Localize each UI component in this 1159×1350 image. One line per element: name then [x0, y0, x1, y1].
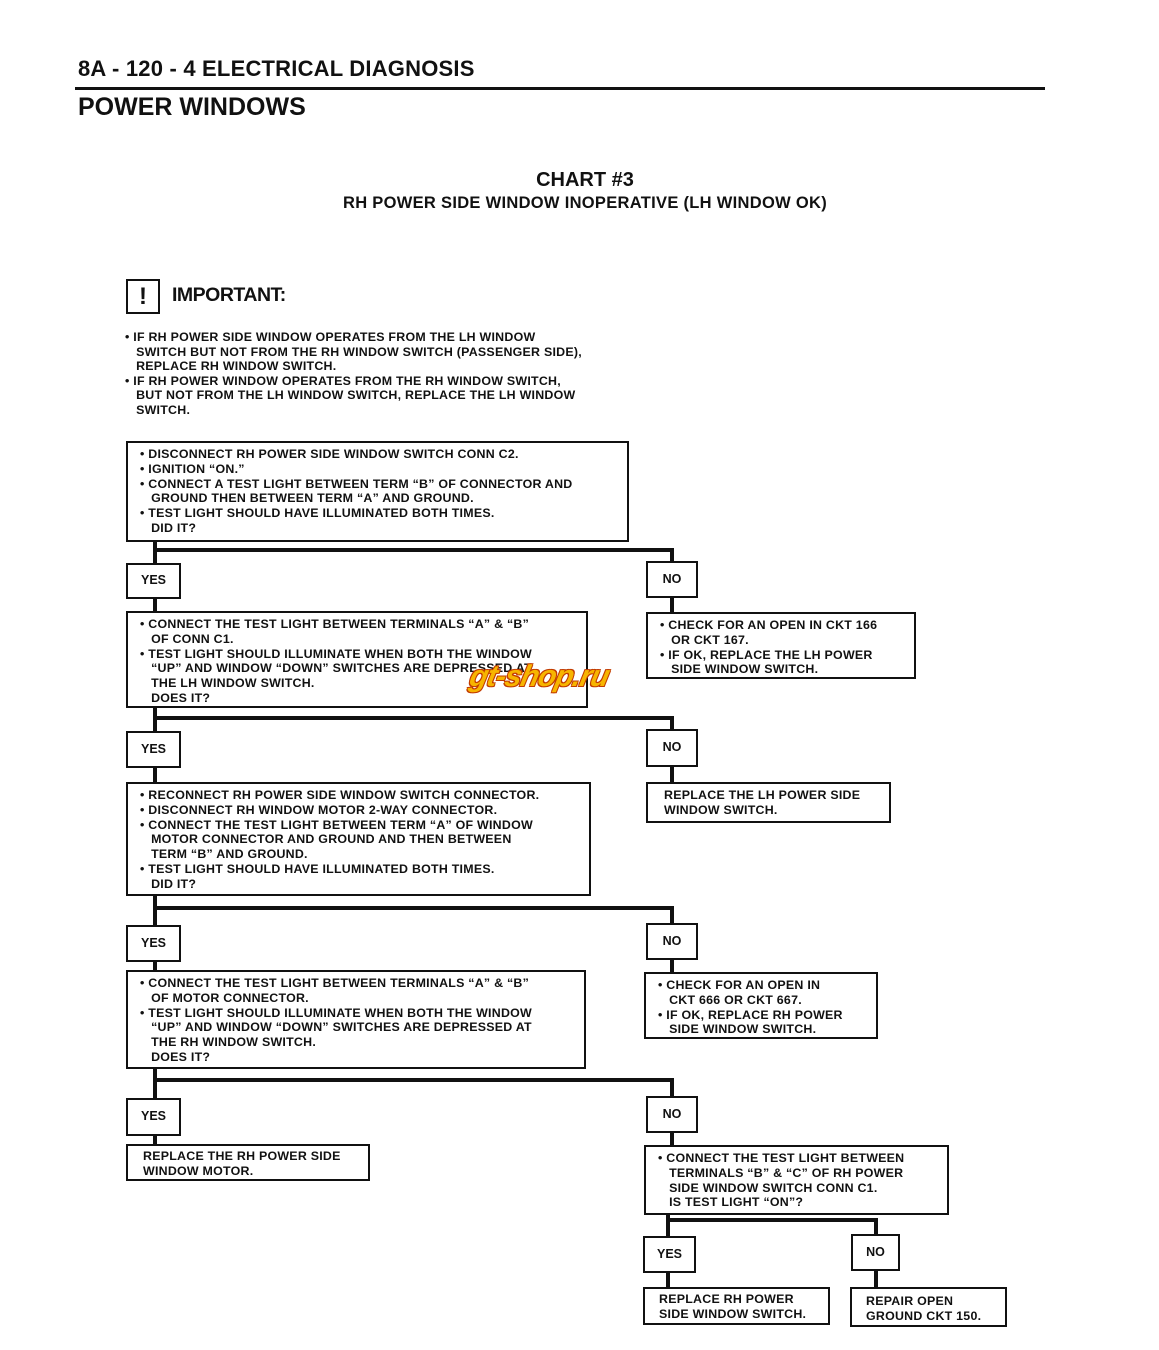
header-rule [75, 87, 1045, 90]
connector-4 [153, 1068, 674, 1098]
no-label: NO [646, 561, 698, 598]
no-label: NO [646, 729, 698, 767]
text-line: • DISCONNECT RH POWER SIDE WINDOW SWITCH… [140, 447, 519, 461]
text-line: • TEST LIGHT SHOULD HAVE ILLUMINATED BOT… [140, 861, 495, 876]
text-line: • TEST LIGHT SHOULD HAVE ILLUMINATED BOT… [140, 506, 495, 521]
yes-label: YES [643, 1236, 696, 1273]
text-line: DOES IT? [140, 1049, 211, 1064]
section-title: POWER WINDOWS [78, 93, 306, 121]
text-line: OR CKT 167. [660, 632, 749, 647]
text-line: • IF OK, REPLACE THE LH POWER [660, 647, 873, 662]
text-line: • CONNECT A TEST LIGHT BETWEEN TERM “B” … [140, 476, 573, 491]
no-1-result-box: • CHECK FOR AN OPEN IN CKT 166 OR CKT 16… [646, 612, 916, 679]
text-line: • IF RH POWER WINDOW OPERATES FROM THE R… [125, 373, 561, 388]
text-line: TERMINALS “B” & “C” OF RH POWER [658, 1165, 904, 1180]
text-line: • IGNITION “ON.” [140, 461, 245, 476]
text-line: MOTOR CONNECTOR AND GROUND AND THEN BETW… [140, 832, 512, 847]
text-line: “UP” AND WINDOW “DOWN” SWITCHES ARE DEPR… [140, 661, 532, 676]
text-line: • CHECK FOR AN OPEN IN [658, 978, 821, 992]
text-line: WINDOW MOTOR. [143, 1163, 254, 1178]
text-line: SIDE WINDOW SWITCH. [659, 1306, 807, 1321]
text-line: BUT NOT FROM THE LH WINDOW SWITCH, REPLA… [125, 388, 576, 403]
text-line: • CONNECT THE TEST LIGHT BETWEEN [658, 1151, 905, 1165]
text-line: OF MOTOR CONNECTOR. [140, 990, 309, 1005]
text-line: SIDE WINDOW SWITCH. [660, 662, 819, 677]
text-line: CKT 666 OR CKT 667. [658, 992, 802, 1007]
important-notes: • IF RH POWER SIDE WINDOW OPERATES FROM … [125, 330, 582, 418]
text-line: THE RH WINDOW SWITCH. [140, 1035, 317, 1050]
text-line: REPLACE RH POWER [659, 1292, 794, 1306]
text-line: “UP” AND WINDOW “DOWN” SWITCHES ARE DEPR… [140, 1020, 532, 1035]
text-line: OF CONN C1. [140, 631, 234, 646]
text-line: • DISCONNECT RH WINDOW MOTOR 2-WAY CONNE… [140, 802, 498, 817]
exclamation-icon: ! [126, 279, 160, 314]
text-line: REPLACE RH WINDOW SWITCH. [125, 359, 337, 374]
step-2-box: • CONNECT THE TEST LIGHT BETWEEN TERMINA… [126, 611, 588, 708]
no-label: NO [646, 923, 698, 960]
page-reference-header: 8A - 120 - 4 ELECTRICAL DIAGNOSIS [78, 56, 475, 81]
text-line: REPLACE THE RH POWER SIDE [143, 1149, 341, 1163]
connector-5 [666, 1214, 878, 1236]
text-line: • RECONNECT RH POWER SIDE WINDOW SWITCH … [140, 788, 540, 802]
no-label: NO [646, 1096, 698, 1133]
connector-4b [153, 1132, 674, 1145]
watermark-logo: gt-shop.ru [466, 660, 612, 693]
text-line: • TEST LIGHT SHOULD ILLUMINATE WHEN BOTH… [140, 1005, 532, 1020]
step-4-box: • CONNECT THE TEST LIGHT BETWEEN TERMINA… [126, 970, 586, 1069]
step-1-box: • DISCONNECT RH POWER SIDE WINDOW SWITCH… [126, 441, 629, 542]
connector-3 [153, 895, 674, 925]
text-line: REPLACE THE LH POWER SIDE [664, 788, 861, 802]
text-line: • CONNECT THE TEST LIGHT BETWEEN TERMINA… [140, 617, 530, 631]
text-line: • CHECK FOR AN OPEN IN CKT 166 [660, 618, 878, 632]
text-line: • IF RH POWER SIDE WINDOW OPERATES FROM … [125, 330, 536, 344]
connector-2b [153, 766, 674, 782]
chart-subtitle: RH POWER SIDE WINDOW INOPERATIVE (LH WIN… [342, 194, 828, 212]
yes-label: YES [126, 563, 181, 599]
text-line: SIDE WINDOW SWITCH. [658, 1022, 817, 1037]
yes-label: YES [126, 731, 181, 768]
text-line: THE LH WINDOW SWITCH. [140, 676, 315, 691]
important-label: IMPORTANT: [172, 284, 286, 306]
text-line: DID IT? [140, 876, 197, 891]
yes-label: YES [126, 1098, 181, 1136]
text-line: DOES IT? [140, 690, 211, 705]
text-line: GROUND THEN BETWEEN TERM “A” AND GROUND. [140, 491, 474, 506]
text-line: DID IT? [140, 520, 197, 535]
connector-1 [153, 541, 674, 563]
step-3-box: • RECONNECT RH POWER SIDE WINDOW SWITCH … [126, 782, 591, 896]
connector-3b [153, 959, 674, 972]
no-4-step-box: • CONNECT THE TEST LIGHT BETWEEN TERMINA… [644, 1145, 949, 1215]
yes-label: YES [126, 925, 181, 962]
chart-title: CHART #3 [536, 169, 634, 191]
text-line: • CONNECT THE TEST LIGHT BETWEEN TERM “A… [140, 817, 533, 832]
connector-1b [153, 597, 674, 612]
text-line: REPAIR OPEN [866, 1294, 954, 1308]
text-line: • TEST LIGHT SHOULD ILLUMINATE WHEN BOTH… [140, 646, 532, 661]
text-line: SWITCH BUT NOT FROM THE RH WINDOW SWITCH… [125, 344, 582, 359]
connector-5b [666, 1270, 878, 1287]
text-line: GROUND CKT 150. [866, 1308, 982, 1323]
connector-2 [153, 707, 674, 731]
text-line: • IF OK, REPLACE RH POWER [658, 1007, 843, 1022]
text-line: • CONNECT THE TEST LIGHT BETWEEN TERMINA… [140, 976, 530, 990]
text-line: TERM “B” AND GROUND. [140, 847, 308, 862]
text-line: WINDOW SWITCH. [664, 802, 778, 817]
text-line: IS TEST LIGHT “ON”? [658, 1195, 804, 1210]
text-line: SIDE WINDOW SWITCH CONN C1. [658, 1180, 878, 1195]
no-3-result-box: • CHECK FOR AN OPEN IN CKT 666 OR CKT 66… [644, 972, 878, 1039]
text-line: SWITCH. [125, 402, 191, 417]
no-label: NO [851, 1234, 900, 1271]
